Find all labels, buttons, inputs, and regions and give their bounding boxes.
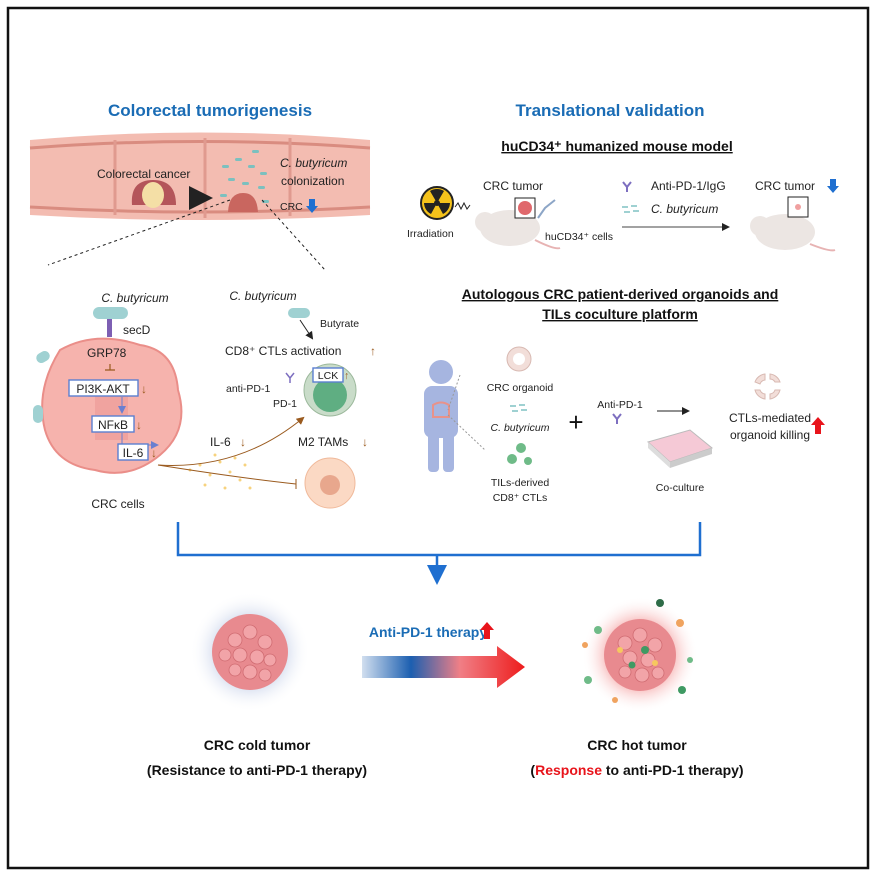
cold-tumor-subtitle: (Resistance to anti-PD-1 therapy): [147, 762, 367, 778]
lck-label: LCK: [318, 370, 338, 382]
organoid-title-line1: Autologous CRC patient-derived organoids…: [462, 286, 779, 302]
up-arrow-icon: [811, 417, 825, 434]
tumor-large-icon: [131, 180, 176, 208]
fragmented-organoid-icon: [754, 373, 781, 400]
pi3k-akt-label: PI3K-AKT: [76, 382, 130, 396]
colonization-label: colonization: [281, 174, 344, 188]
butyrate-label: Butyrate: [320, 318, 359, 330]
crc-tumor-label: CRC tumor: [483, 179, 543, 193]
colorectal-cancer-label: Colorectal cancer: [97, 167, 190, 181]
ctl-killing-line2: organoid killing: [730, 428, 810, 442]
antibody-icon: [612, 413, 622, 424]
crc-cells-label: CRC cells: [91, 497, 144, 511]
il6-inhibits-tam-line: [157, 464, 297, 489]
antibody-icon: [622, 181, 632, 192]
patient-icon: [424, 360, 458, 472]
cold-tumor-icon: [212, 614, 288, 690]
il6-down-arrow-icon: ↓: [151, 446, 157, 460]
tils-line2: CD8⁺ CTLs: [493, 492, 548, 504]
colonization-species-label: C. butyricum: [280, 156, 347, 170]
hot-tumor-icon: [582, 599, 693, 703]
secd-grp78-receptor-icon: [107, 319, 112, 337]
bacteria-icon: [622, 205, 639, 213]
immune-cells-icon: [582, 599, 693, 703]
organoid-label: CRC organoid: [487, 382, 554, 394]
down-arrow-icon: [306, 199, 318, 213]
il6-box: [117, 443, 149, 461]
macrophage-icon: [304, 457, 356, 509]
il6-cell-label: IL-6: [123, 446, 144, 460]
lck-up-arrow-icon: ↑: [344, 370, 349, 382]
il6-to-tcell-arrow: [157, 416, 305, 466]
immune-bacterium-label: C. butyricum: [229, 289, 296, 303]
organoid-anti-pd1-label: Anti-PD-1: [597, 399, 643, 411]
m2-down-arrow-icon: ↓: [362, 435, 368, 449]
zoom-line-left: [47, 199, 231, 266]
organoid-title-line2: TILs coculture platform: [542, 306, 698, 322]
lck-box: [312, 367, 344, 383]
hot-tumor-subtitle: (Response to anti-PD-1 therapy): [530, 762, 743, 778]
coculture-label: Co-culture: [656, 482, 705, 494]
activation-up-arrow-icon: ↑: [370, 344, 376, 358]
small-tumor-icon: [795, 204, 801, 210]
hot-tumor-title: CRC hot tumor: [587, 737, 687, 753]
tils-line1: TILs-derived: [491, 477, 550, 489]
left-panel-title: Colorectal tumorigenesis: [108, 101, 312, 120]
anti-pd1-label: anti-PD-1: [226, 383, 271, 395]
nfkb-box: [91, 415, 135, 433]
m2-tams-label: M2 TAMs: [298, 435, 348, 449]
nfkb-label: NFκB: [98, 418, 128, 432]
pi3k-down-arrow-icon: ↓: [141, 382, 147, 396]
il6-secreted-label: IL-6: [210, 435, 231, 449]
therapy-label: Anti-PD-1 therapy: [369, 624, 487, 640]
mouse-icon: [475, 210, 561, 250]
ctl-killing-line1: CTLs-mediated: [729, 411, 811, 425]
butyrate-arrow: [299, 319, 314, 340]
pi3k-akt-box: [68, 379, 139, 397]
radiation-icon: [420, 186, 471, 220]
hucd34-cells-label: huCD34⁺ cells: [545, 231, 613, 243]
syringe-icon: [537, 199, 556, 219]
pd1-label: PD-1: [273, 398, 297, 410]
crc-reduced-label: CRC: [280, 201, 303, 213]
well-plate-icon: [646, 429, 714, 468]
tumor-small-icon: [228, 193, 258, 212]
bacterium-icon: [288, 308, 310, 318]
convergence-bracket: [176, 522, 702, 557]
therapy-gradient-arrow: [362, 646, 525, 688]
secd-label: secD: [123, 323, 151, 337]
t-cells-icon: [507, 443, 532, 465]
response-highlight: Response: [535, 762, 602, 778]
down-arrow-icon: [827, 179, 839, 193]
cell-bacterium-label: C. butyricum: [101, 291, 168, 305]
bacteria-cluster-icon: [220, 150, 269, 203]
mouse-model-title: huCD34⁺ humanized mouse model: [501, 138, 732, 154]
right-panel-title: Translational validation: [516, 101, 705, 120]
colon-icon: [432, 401, 450, 418]
mouse-treated-icon: [750, 214, 836, 252]
treatment-label: Anti-PD-1/IgG: [651, 179, 726, 193]
grp78-label: GRP78: [87, 346, 127, 360]
bacterium-label: C. butyricum: [651, 202, 718, 216]
inhibition-icon: [105, 364, 115, 371]
result-tumor-label: CRC tumor: [755, 179, 815, 193]
tumor-icon: [518, 201, 532, 215]
il6-down-arrow-icon: ↓: [240, 435, 246, 449]
zoom-line-right: [261, 199, 326, 271]
up-arrow-icon: [480, 622, 494, 639]
irradiation-label: Irradiation: [407, 228, 454, 240]
plus-sign: +: [568, 407, 583, 437]
organoid-bacterium-label: C. butyricum: [491, 422, 550, 434]
il6-particles-icon: [188, 453, 252, 490]
antibody-icon: [285, 372, 295, 383]
bacterium-icon: [93, 307, 128, 319]
nfkb-down-arrow-icon: ↓: [136, 418, 142, 432]
colon-illustration: Colorectal cancer C. butyricum colonizat…: [29, 132, 371, 220]
ctl-activation-label: CD8⁺ CTLs activation: [225, 344, 341, 358]
cold-tumor-title: CRC cold tumor: [204, 737, 311, 753]
bacteria-icon: [510, 404, 527, 412]
